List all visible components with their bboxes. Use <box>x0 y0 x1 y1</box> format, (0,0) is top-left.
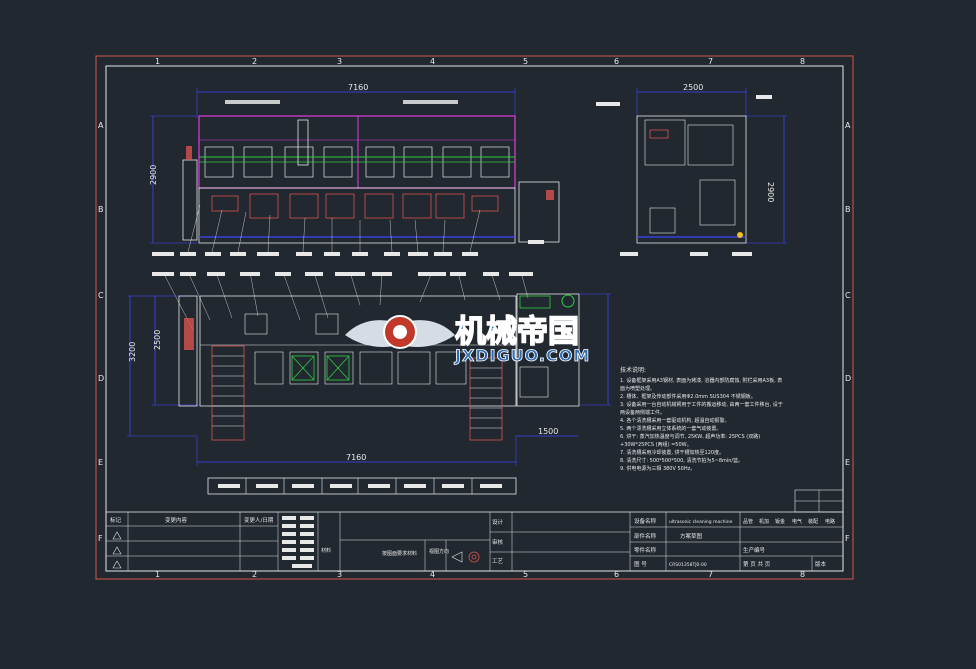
role-design: 设计 <box>492 518 504 526</box>
part-name-value: 方案草图 <box>680 532 703 540</box>
approval-item: 电路 <box>825 518 835 525</box>
view-label: 视图方向 <box>429 548 449 555</box>
sheet-label: 第 页 共 页 <box>743 560 771 568</box>
product-no-label: 生产编号 <box>743 546 766 554</box>
zone-number: 6 <box>614 570 619 579</box>
version-label: 版本 <box>815 560 827 568</box>
dim-side-width: 2500 <box>683 83 703 92</box>
zone-number: 4 <box>430 57 435 66</box>
dim-plan-width: 7160 <box>346 453 366 462</box>
zone-number: 3 <box>337 570 342 579</box>
dim-plan-offset: 1500 <box>538 427 558 436</box>
approval-item: 品管 <box>743 518 753 525</box>
zone-numbers-bottom: 1 2 3 4 5 6 7 8 <box>155 570 805 579</box>
front-elevation: 7160 2900 <box>149 83 560 331</box>
note-line: 1. 设备框架采用A3钢材, 表面为烤漆, 溶器内部防腐蚀, 附栏采用A3板, … <box>620 377 782 384</box>
zone-number: 7 <box>708 570 713 579</box>
sheet-outer-border <box>95 55 854 580</box>
role-review: 审核 <box>492 538 504 546</box>
note-line: 两设备两侧端工件。 <box>620 409 665 416</box>
note-line: 3. 设备采用一台自动机械臂用于工件的搬运移动, 由两一套工件移台, 设于 <box>620 401 783 408</box>
zone-letter: F <box>845 534 850 543</box>
watermark-title: 机械帝国 <box>455 314 579 350</box>
note-line: 2. 槽体、框架及传动部件采用Φ2.0mm SUS304 不锈钢板。 <box>620 393 756 400</box>
material-value: 按图面要求材料 <box>382 550 417 557</box>
zone-letter: B <box>98 205 104 214</box>
material-label: 材料 <box>321 547 331 554</box>
approval-item: 钣金 <box>775 518 785 525</box>
zone-letters-right: A B C D E F <box>845 121 851 543</box>
approval-item: 装配 <box>808 518 818 525</box>
approval-item: 机加 <box>759 518 769 525</box>
zone-number: 8 <box>800 570 805 579</box>
approval-row: 品管 机加 钣金 电气 装配 电路 <box>743 518 835 525</box>
part-name-label: 部件名称 <box>634 532 657 540</box>
zone-number: 8 <box>800 57 805 66</box>
zone-number: 5 <box>523 57 528 66</box>
rev-person-header: 变更人/日期 <box>244 516 274 524</box>
zone-letter: A <box>98 121 104 130</box>
dim-front-height: 2900 <box>149 165 158 185</box>
dim-plan-outer: 3200 <box>128 342 137 362</box>
rev-mark-header: 标记 <box>110 516 122 524</box>
part-no-label: 零件名称 <box>634 546 657 554</box>
zone-letter: D <box>845 374 851 383</box>
zone-letters-left: A B C D E F <box>98 121 104 543</box>
drawing-no-value: CRS01358TJ0-00 <box>669 562 707 568</box>
note-line: 7. 清洗槽采用冷却装置, 烘干槽加热至120度。 <box>620 449 724 456</box>
title-block: 标记 变更内容 变更人/日期 材料 按图面要求材料 视图方向 <box>105 489 844 572</box>
zone-letter: F <box>98 534 103 543</box>
zone-number: 1 <box>155 57 160 66</box>
plan-view: 3200 2500 <box>127 293 611 495</box>
zone-letter: B <box>845 205 851 214</box>
zone-number: 5 <box>523 570 528 579</box>
rev-content-header: 变更内容 <box>165 516 188 524</box>
zone-number: 2 <box>252 57 257 66</box>
zone-number: 2 <box>252 570 257 579</box>
technical-notes: 技术说明: 1. 设备框架采用A3钢材, 表面为烤漆, 溶器内部防腐蚀, 附栏采… <box>620 366 783 472</box>
note-line: 面为喷塑处理。 <box>620 385 655 392</box>
zone-letter: A <box>845 121 851 130</box>
drawing-no-label: 图 号 <box>634 560 647 568</box>
zone-letter: C <box>845 291 851 300</box>
warning-icon <box>112 531 122 569</box>
watermark-logo: 机械帝国 JXDIGUO.COM <box>345 313 590 365</box>
zone-letter: E <box>98 458 103 467</box>
zone-numbers-top: 1 2 3 4 5 6 7 8 <box>155 57 805 66</box>
note-line: 5. 两个漂洗槽采用立体系统的一套气动装置。 <box>620 425 721 432</box>
dim-plan-inner: 2500 <box>153 330 162 350</box>
note-line: 8. 清洗尺寸: 500*500*500, 清洗节拍为5~8min/篮。 <box>620 457 743 464</box>
side-elevation: 2500 2900 <box>596 83 787 256</box>
dim-front-width: 7160 <box>348 83 368 92</box>
device-name-label: 设备名称 <box>634 517 657 525</box>
watermark-url: JXDIGUO.COM <box>454 346 590 365</box>
zone-letter: C <box>98 291 104 300</box>
device-name-value: ultrasonic cleaning machine <box>669 519 733 525</box>
zone-letter: E <box>845 458 850 467</box>
note-line: 4. 各个清洗槽采用一套驱动机构, 超温自动报警。 <box>620 417 730 424</box>
approval-item: 电气 <box>792 518 802 525</box>
note-line: +30W*25PCS (两组) =50W。 <box>620 441 692 448</box>
zone-letter: D <box>98 374 104 383</box>
note-line: 6. 烘干: 蒸汽加热温度与调节, 25KW, 超声功率: 25PCS (双路) <box>620 433 760 440</box>
notes-heading: 技术说明: <box>620 366 646 374</box>
dim-side-height: 2900 <box>766 182 775 202</box>
projection-symbol-icon <box>451 551 480 563</box>
zone-number: 4 <box>430 570 435 579</box>
zone-number: 7 <box>708 57 713 66</box>
zone-number: 3 <box>337 57 342 66</box>
zone-number: 1 <box>155 570 160 579</box>
zone-number: 6 <box>614 57 619 66</box>
note-line: 9. 供电电源为三相 380V 50Hz。 <box>620 465 695 472</box>
role-process: 工艺 <box>492 558 504 565</box>
